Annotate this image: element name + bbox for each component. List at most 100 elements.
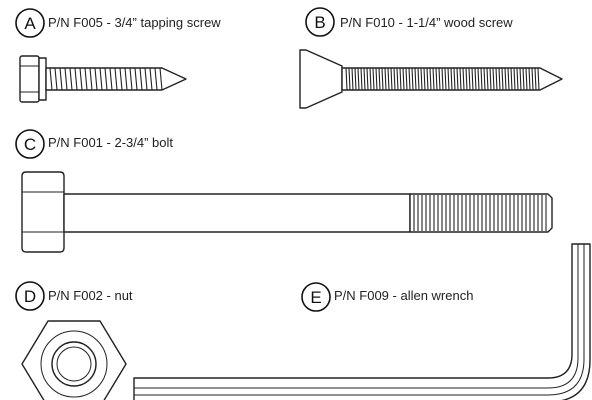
callout-c-letter: C — [24, 135, 36, 154]
callout-b-letter: B — [314, 13, 325, 32]
thread-line — [154, 67, 158, 91]
thread-line — [402, 67, 405, 91]
callout-a-letter: A — [24, 14, 36, 33]
thread-line — [49, 67, 53, 91]
callout-d-label: P/N F002 - nut — [48, 288, 133, 303]
thread-line — [360, 67, 363, 91]
thread-line — [417, 67, 420, 91]
thread-line — [534, 67, 537, 91]
thread-line — [139, 67, 143, 91]
thread-line — [354, 67, 357, 91]
callout-d-letter: D — [24, 287, 36, 306]
thread-line — [447, 67, 450, 91]
tapping-screw-threads — [49, 67, 163, 91]
thread-line — [94, 67, 98, 91]
thread-line — [513, 67, 516, 91]
thread-line — [432, 67, 435, 91]
thread-line — [89, 67, 93, 91]
thread-line — [381, 67, 384, 91]
bolt-threads — [413, 195, 547, 231]
thread-line — [74, 67, 78, 91]
thread-line — [345, 67, 348, 91]
nut-drawing — [21, 320, 127, 400]
thread-line — [351, 67, 354, 91]
thread-line — [357, 67, 360, 91]
thread-line — [366, 67, 369, 91]
thread-line — [477, 67, 480, 91]
thread-line — [516, 67, 519, 91]
thread-line — [104, 67, 108, 91]
thread-line — [441, 67, 444, 91]
thread-line — [492, 67, 495, 91]
allen-wrench-drawing — [133, 243, 591, 400]
callout-c-label: P/N F001 - 2-3/4” bolt — [48, 135, 173, 150]
thread-line — [159, 67, 163, 91]
callout-b: B P/N F010 - 1-1/4” wood screw — [305, 7, 513, 37]
thread-line — [459, 67, 462, 91]
callout-a: A P/N F005 - 3/4” tapping screw — [15, 8, 221, 38]
thread-line — [69, 67, 73, 91]
thread-line — [363, 67, 366, 91]
thread-line — [438, 67, 441, 91]
thread-line — [456, 67, 459, 91]
callout-b-label: P/N F010 - 1-1/4” wood screw — [340, 15, 513, 30]
thread-line — [504, 67, 507, 91]
callout-d: D P/N F002 - nut — [15, 281, 133, 311]
thread-line — [471, 67, 474, 91]
thread-line — [468, 67, 471, 91]
thread-line — [450, 67, 453, 91]
thread-line — [387, 67, 390, 91]
thread-line — [414, 67, 417, 91]
thread-line — [474, 67, 477, 91]
thread-line — [59, 67, 63, 91]
callout-e-label: P/N F009 - allen wrench — [334, 288, 473, 303]
thread-line — [149, 67, 153, 91]
thread-line — [525, 67, 528, 91]
thread-line — [501, 67, 504, 91]
thread-line — [129, 67, 133, 91]
thread-line — [408, 67, 411, 91]
thread-line — [384, 67, 387, 91]
thread-line — [411, 67, 414, 91]
wood-screw-drawing — [299, 49, 563, 109]
thread-line — [399, 67, 402, 91]
thread-line — [522, 67, 525, 91]
thread-line — [510, 67, 513, 91]
thread-line — [372, 67, 375, 91]
thread-line — [144, 67, 148, 91]
callout-a-label: P/N F005 - 3/4” tapping screw — [48, 15, 221, 30]
thread-line — [495, 67, 498, 91]
thread-line — [537, 67, 540, 91]
thread-line — [429, 67, 432, 91]
thread-line — [375, 67, 378, 91]
thread-line — [486, 67, 489, 91]
thread-line — [507, 67, 510, 91]
thread-line — [465, 67, 468, 91]
thread-line — [99, 67, 103, 91]
thread-line — [393, 67, 396, 91]
thread-line — [498, 67, 501, 91]
thread-line — [435, 67, 438, 91]
thread-line — [519, 67, 522, 91]
thread-line — [64, 67, 68, 91]
thread-line — [489, 67, 492, 91]
thread-line — [84, 67, 88, 91]
tapping-screw-drawing — [19, 55, 187, 103]
callout-e-letter: E — [310, 288, 321, 307]
thread-line — [426, 67, 429, 91]
thread-line — [124, 67, 128, 91]
thread-line — [348, 67, 351, 91]
thread-line — [420, 67, 423, 91]
thread-line — [462, 67, 465, 91]
thread-line — [405, 67, 408, 91]
wood-screw-threads — [345, 67, 540, 91]
thread-line — [444, 67, 447, 91]
thread-line — [390, 67, 393, 91]
thread-line — [480, 67, 483, 91]
thread-line — [423, 67, 426, 91]
thread-line — [79, 67, 83, 91]
thread-line — [114, 67, 118, 91]
thread-line — [109, 67, 113, 91]
thread-line — [134, 67, 138, 91]
